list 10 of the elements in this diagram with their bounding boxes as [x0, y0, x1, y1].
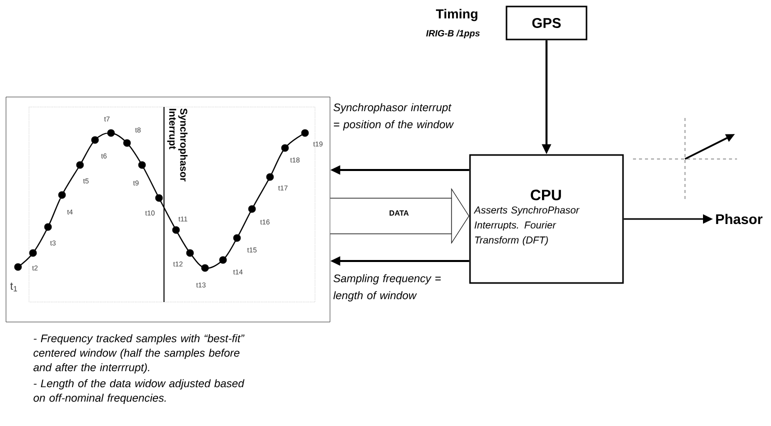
timing-label: Timing — [436, 8, 478, 22]
phasor-label: Phasor — [716, 214, 762, 224]
timing-source-label: IRIG-B /1pps — [426, 30, 480, 38]
cpu-box: CPU Asserts SynchroPhasor Interrupts. Fourier Transform (DFT) — [469, 154, 624, 284]
edge-label: Sampling frequency = length of window — [333, 274, 441, 302]
gps-box: GPS — [506, 6, 588, 40]
note-text: - Length of the data widow adjusted based on off-nominal frequencies. — [34, 379, 244, 404]
sample-label: t$_{1}$ — [10, 282, 18, 292]
note-text: - Frequency tracked samples with “best-fit” centered window (half the samples before and after the interrrupt). — [33, 334, 244, 374]
edge-label: Synchrophasor interrupt = position of the window — [334, 103, 454, 130]
